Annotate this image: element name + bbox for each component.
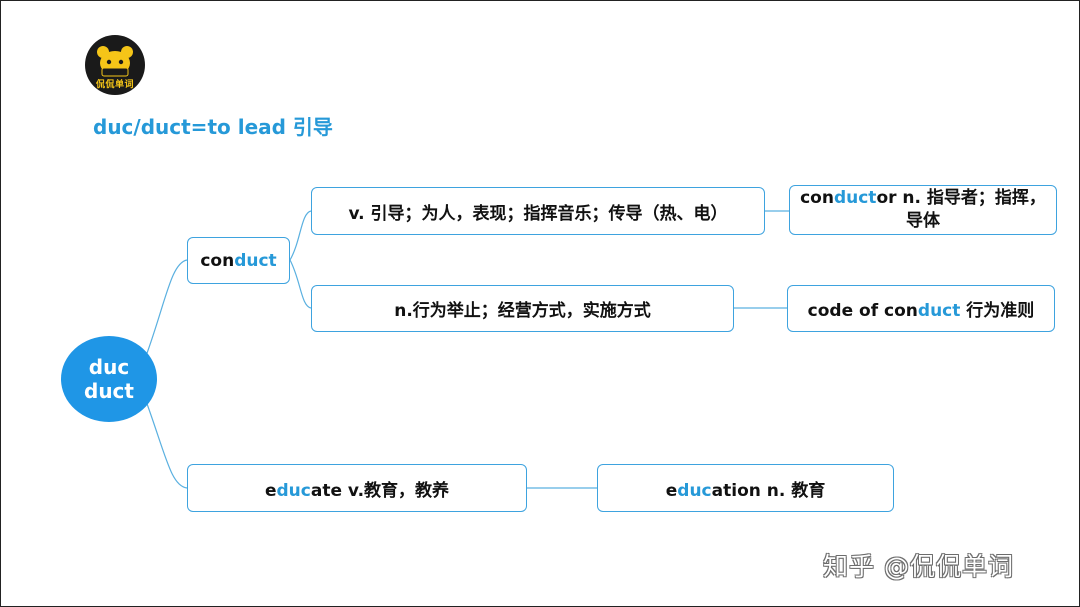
node-code-of-conduct: code of conduct 行为准则 [787,285,1055,332]
watermark: 知乎 @侃侃单词 [823,552,1014,581]
connector-root-conduct [145,259,188,357]
root-line-2: duct [84,379,134,403]
root-line-1: duc [88,355,130,379]
brand-logo: 侃侃单词 [85,35,145,95]
node-conduct-verb: v. 引导；为人，表现；指挥音乐；传导（热、电） [311,187,765,235]
root-node: duc duct [61,336,157,422]
connector-root-educate [145,400,188,489]
node-conductor: conductor n. 指导者；指挥，导体 [789,185,1057,235]
node-conduct: conduct [187,237,290,284]
page-title: duc/duct=to lead 引导 [93,115,333,139]
node-educate: educate v.教育，教养 [187,464,527,512]
logo-text: 侃侃单词 [95,80,134,90]
connector-conduct-noun [289,259,312,309]
connector-conduct-verb [289,210,312,261]
node-conduct-noun: n.行为举止；经营方式，实施方式 [311,285,734,332]
bear-logo-icon [97,46,133,77]
node-education: education n. 教育 [597,464,894,512]
